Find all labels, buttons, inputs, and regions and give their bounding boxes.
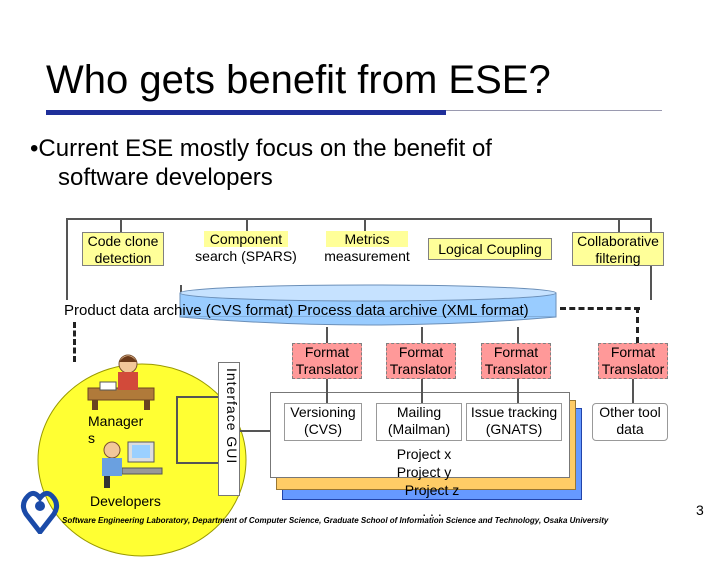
footer-text: Software Engineering Laboratory, Departm…: [62, 516, 609, 525]
metrics-box: [326, 231, 408, 247]
format-translator-2: Format Translator: [386, 343, 456, 379]
archive-cylinder: [179, 284, 557, 326]
title-underline-thin: [446, 110, 662, 111]
developer-figure-icon: [102, 441, 163, 488]
interface-gui-label: Interface GUI: [224, 368, 240, 465]
project-y-label: Project y: [396, 464, 452, 480]
connector-repo-4: [632, 379, 634, 403]
connector-translator-3: [517, 327, 519, 343]
connector-repo-2: [421, 379, 423, 403]
bullet-line-1: •Current ESE mostly focus on the benefit…: [30, 135, 492, 162]
other-tool-box: Other tool data: [592, 403, 668, 441]
format-translator-3: Format Translator: [481, 343, 551, 379]
mailing-box: Mailing (Mailman): [376, 403, 462, 441]
dashed-line-left: [73, 322, 76, 362]
slide-title: Who gets benefit from ESE?: [46, 58, 551, 102]
bullet-text: •Current ESE mostly focus on the benefit…: [30, 134, 670, 192]
connector-translator-2: [421, 327, 423, 343]
connector-component: [246, 218, 248, 232]
managers-label: Manager s: [88, 413, 144, 446]
manager-figure-icon: [87, 354, 155, 410]
ellipsis-label: . . .: [422, 503, 442, 519]
project-x-label: Project x: [396, 446, 452, 462]
connector-repo-1: [326, 379, 328, 403]
connector-gui-repo: [240, 430, 270, 432]
bullet-line-2: software developers: [58, 164, 273, 191]
archive-label: Product data archive (CVS format) Proces…: [64, 302, 529, 319]
title-underline: [46, 110, 446, 115]
format-translator-4: Format Translator: [598, 343, 668, 379]
page-number: 3: [696, 502, 704, 518]
connector-code-clone: [120, 218, 122, 232]
issue-tracking-box: Issue tracking (GNATS): [466, 403, 562, 441]
connector-manager-gui: [176, 396, 218, 398]
connector-bus: [66, 218, 652, 220]
format-translator-1: Format Translator: [292, 343, 362, 379]
interface-gui-bar: [218, 362, 240, 496]
component-search-label: Component search (SPARS): [195, 231, 297, 264]
connector-developer-gui: [176, 462, 218, 464]
component-search-box: [204, 231, 288, 247]
connector-collab: [618, 218, 620, 232]
dashed-line-top: [560, 307, 640, 310]
project-z-label: Project z: [404, 482, 460, 498]
lab-logo-icon: [20, 490, 60, 534]
connector-repo-3: [517, 379, 519, 403]
connector-left: [66, 218, 68, 300]
logical-coupling-box: Logical Coupling: [428, 238, 552, 260]
connector-actors-vertical: [176, 396, 178, 464]
connector-metrics: [364, 218, 366, 232]
dashed-line-right: [636, 307, 639, 343]
connector-translator-1: [326, 327, 328, 343]
developers-label: Developers: [90, 493, 161, 509]
collaborative-filtering-box: Collaborative filtering: [572, 232, 664, 266]
versioning-box: Versioning (CVS): [284, 403, 362, 441]
code-clone-detection-box: Code clone detection: [82, 232, 164, 266]
metrics-label: Metrics measurement: [324, 231, 410, 264]
